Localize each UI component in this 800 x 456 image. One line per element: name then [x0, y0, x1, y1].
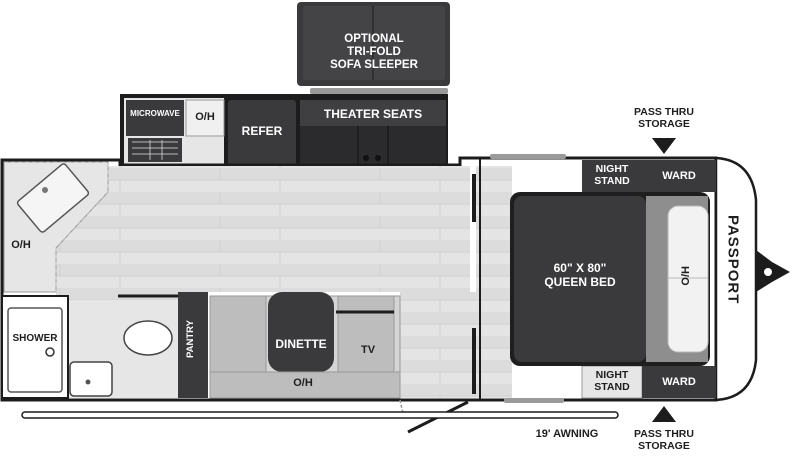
pass-thru-storage-top-label: PASS THRU STORAGE	[634, 106, 694, 131]
theater-seats-label: THEATER SEATS	[323, 107, 423, 121]
entry-awning	[21, 154, 619, 434]
kitchen-overhead-label: O/H	[195, 111, 215, 123]
bathroom	[1, 294, 178, 399]
night-stand-bottom-label: NIGHT STAND	[594, 369, 630, 394]
queen-bed-label: 60" X 80" QUEEN BED	[544, 261, 616, 289]
kitchen-slide	[120, 94, 448, 170]
dinette-label: DINETTE	[275, 337, 327, 351]
tv-label: TV	[360, 344, 376, 356]
microwave-label: MICROWAVE	[130, 109, 180, 118]
pantry	[178, 292, 208, 398]
dinette	[209, 292, 401, 399]
dinette-overhead-label: O/H	[293, 377, 313, 389]
passport-brand-logo: PASSPORT	[724, 215, 742, 305]
sofa-sleeper-label: OPTIONAL TRI-FOLD SOFA SLEEPER	[330, 33, 418, 72]
wardrobe-bottom-label: WARD	[662, 376, 696, 388]
sofa-sleeper	[297, 2, 450, 94]
shower-label: SHOWER	[12, 333, 58, 344]
wardrobe-top-label: WARD	[662, 170, 696, 182]
left-overhead-label: O/H	[11, 239, 31, 251]
pass-thru-storage-bottom-label: PASS THRU STORAGE	[634, 428, 694, 453]
refer-label: REFER	[241, 124, 283, 138]
bedroom	[472, 138, 716, 422]
awning-label: 19' AWNING	[535, 428, 599, 440]
front-cap	[714, 156, 790, 402]
corner-kitchen	[3, 161, 109, 293]
pantry-label: PANTRY	[185, 320, 196, 358]
bed-overhead-label: O/H	[680, 266, 692, 286]
night-stand-top-label: NIGHT STAND	[594, 163, 630, 188]
